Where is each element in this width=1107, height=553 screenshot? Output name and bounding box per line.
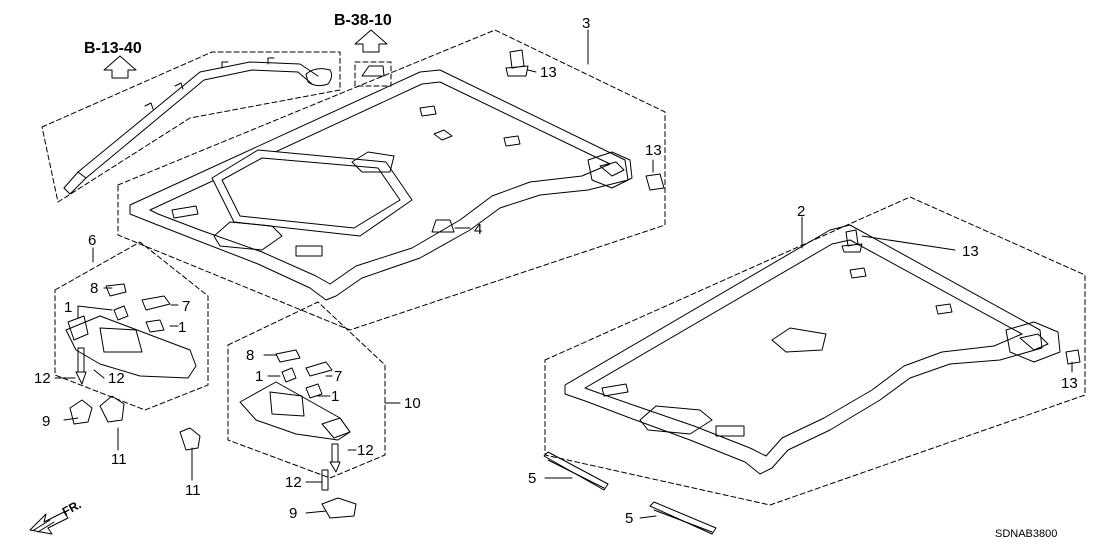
callout-12: 12 [357, 442, 374, 459]
callout-5: 5 [528, 470, 537, 487]
light-outline [354, 61, 392, 87]
clips [431, 49, 1081, 365]
callout-8: 8 [90, 280, 99, 297]
roof-lining-3-outline [117, 29, 666, 331]
roof-lining-2-outline [544, 196, 1086, 506]
harness-ref-arrow [103, 55, 137, 79]
callout-1: 1 [64, 299, 73, 316]
left-visor-outline [54, 241, 209, 411]
front-arrow-icon [29, 511, 69, 535]
callout-2: 2 [797, 203, 806, 220]
callout-8: 8 [246, 347, 255, 364]
roof-harness [63, 57, 333, 195]
right-visor-outline [227, 301, 386, 479]
callout-11: 11 [111, 451, 127, 468]
callout-1: 1 [331, 388, 340, 405]
roof-lining-artwork [564, 224, 1061, 475]
left-visor-artwork [65, 283, 201, 451]
assembly-outlines [41, 29, 1086, 506]
roof-lining-sunroof-artwork [129, 69, 633, 301]
leader-lines [54, 29, 1073, 519]
callout-1: 1 [255, 368, 264, 385]
callout-13: 13 [540, 64, 557, 81]
callout-1: 1 [178, 319, 187, 336]
callout-7: 7 [334, 368, 343, 385]
callout-4: 4 [474, 221, 483, 238]
harness-reference[interactable]: B-13-40 [84, 40, 142, 57]
harness-outline [41, 51, 341, 203]
callout-12: 12 [285, 474, 302, 491]
callout-9: 9 [42, 413, 51, 430]
callout-7: 7 [182, 298, 191, 315]
callout-13: 13 [645, 142, 662, 159]
light-reference[interactable]: B-38-10 [334, 12, 392, 29]
trim-strips [543, 451, 717, 535]
callout-13: 13 [962, 243, 979, 260]
callout-3: 3 [582, 15, 591, 32]
callout-12: 12 [34, 370, 51, 387]
right-visor-artwork [239, 349, 357, 519]
light-ref-arrow [354, 29, 388, 53]
light-part [361, 65, 385, 77]
callout-13: 13 [1061, 375, 1078, 392]
callout-12: 12 [108, 370, 125, 387]
reference-arrows [103, 29, 388, 79]
callout-10: 10 [404, 395, 421, 412]
callout-9: 9 [289, 505, 298, 522]
callout-11: 11 [185, 482, 201, 499]
callout-6: 6 [88, 232, 97, 249]
diagram-code: SDNAB3800 [995, 528, 1058, 540]
callout-5: 5 [625, 510, 634, 527]
